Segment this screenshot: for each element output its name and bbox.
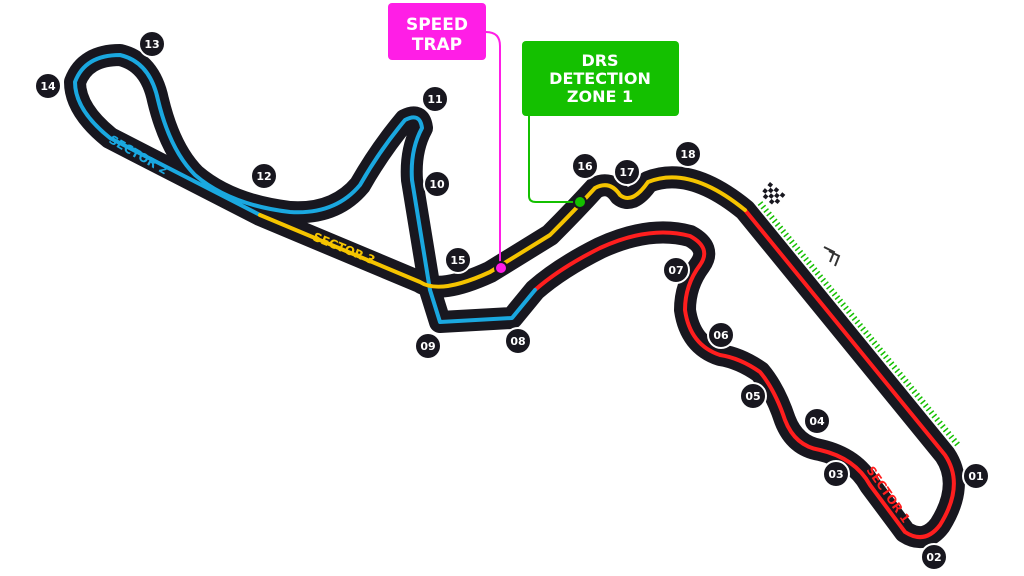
- speed-trap-text: TRAP: [412, 35, 462, 55]
- turn-number: 11: [427, 93, 442, 106]
- turn-badge: [571, 152, 599, 180]
- turn-number: 05: [745, 390, 760, 403]
- turn-badge: [504, 327, 532, 355]
- drs-leader: [528, 115, 581, 203]
- turn-marker-12: 12: [250, 162, 278, 190]
- drs-text: DETECTION: [549, 69, 651, 88]
- turn-marker-07: 07: [662, 256, 690, 284]
- turn-number: 08: [510, 335, 525, 348]
- turn-marker-03: 03: [822, 460, 850, 488]
- turn-badge: [444, 246, 472, 274]
- turn-marker-10: 10: [423, 170, 451, 198]
- turn-marker-09: 09: [414, 332, 442, 360]
- turn-badge: [920, 543, 948, 571]
- speed-trap-callout: SPEED TRAP: [388, 3, 486, 60]
- speed-trap-leader: [485, 31, 501, 269]
- speed-trap-text: SPEED: [406, 15, 468, 35]
- turn-badge: [34, 72, 62, 100]
- turn-badge: [421, 85, 449, 113]
- turn-marker-08: 08: [504, 327, 532, 355]
- drs-text: DRS: [581, 51, 618, 70]
- turn-badge: [822, 460, 850, 488]
- turn-badge: [674, 140, 702, 168]
- turn-badge: [739, 382, 767, 410]
- turn-badge: [138, 30, 166, 58]
- drs-callout: DRS DETECTION ZONE 1: [522, 41, 679, 116]
- turn-badge: [803, 407, 831, 435]
- turn-marker-16: 16: [571, 152, 599, 180]
- turn-marker-02: 02: [920, 543, 948, 571]
- turn-marker-06: 06: [707, 321, 735, 349]
- turn-number: 03: [828, 468, 843, 481]
- direction-chevron-icon: [823, 246, 841, 267]
- turn-number: 07: [668, 264, 683, 277]
- turn-number: 02: [926, 551, 941, 564]
- turn-badge: [962, 462, 990, 490]
- drs-detection-marker: [573, 195, 587, 209]
- turn-marker-04: 04: [803, 407, 831, 435]
- turn-marker-13: 13: [138, 30, 166, 58]
- turn-number: 16: [577, 160, 593, 173]
- turn-number: 14: [40, 80, 56, 93]
- sector-3-line: [258, 175, 747, 289]
- turn-marker-15: 15: [444, 246, 472, 274]
- turn-number: 09: [420, 340, 435, 353]
- turn-badge: [414, 332, 442, 360]
- turn-number: 15: [450, 254, 465, 267]
- turn-badge: [707, 321, 735, 349]
- drs-text: ZONE 1: [567, 87, 633, 106]
- turn-number: 12: [256, 170, 271, 183]
- turn-number: 13: [144, 38, 159, 51]
- speed-trap-marker: [494, 261, 508, 275]
- turn-number: 18: [680, 148, 695, 161]
- turn-marker-14: 14: [34, 72, 62, 100]
- turn-marker-18: 18: [674, 140, 702, 168]
- turn-marker-17: 17: [613, 158, 641, 186]
- turn-badge: [613, 158, 641, 186]
- turn-number: 10: [429, 178, 445, 191]
- turn-number: 01: [968, 470, 983, 483]
- turn-marker-05: 05: [739, 382, 767, 410]
- turn-badge: [250, 162, 278, 190]
- track-surface: [64, 44, 965, 549]
- turn-number: 04: [809, 415, 825, 428]
- turn-badge: [423, 170, 451, 198]
- turn-marker-11: 11: [421, 85, 449, 113]
- checkered-flag-icon: [762, 182, 786, 205]
- turn-badge: [662, 256, 690, 284]
- sector-2-line: [73, 53, 537, 324]
- turn-number: 06: [713, 329, 729, 342]
- sector-1-line: [533, 208, 956, 540]
- turn-number: 17: [619, 166, 634, 179]
- turn-marker-01: 01: [962, 462, 990, 490]
